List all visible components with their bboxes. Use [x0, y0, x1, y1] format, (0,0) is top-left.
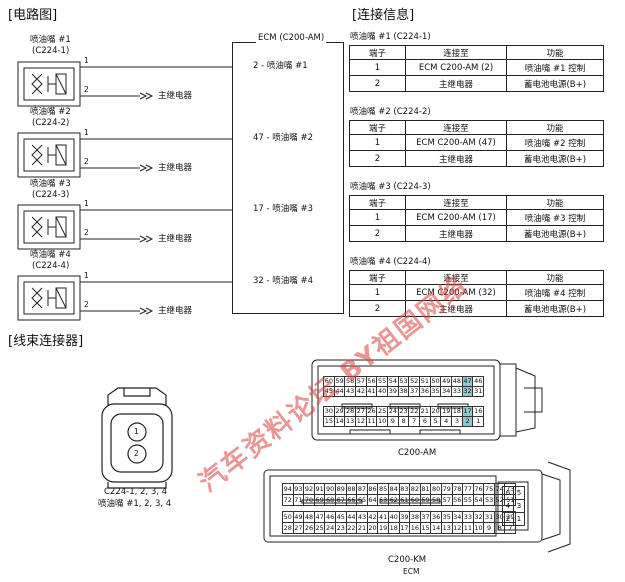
- injector-connector-pin-1: 1: [134, 427, 139, 436]
- wire-pin-2c: 2: [84, 228, 89, 237]
- injector-4-code: (C224-4): [32, 261, 70, 271]
- connector-pin: 1: [472, 416, 485, 427]
- table-2-title: 喷油嘴 #2 (C224-2): [350, 107, 431, 117]
- injector-2-code: (C224-2): [32, 118, 70, 128]
- injector-4-name: 喷油嘴 #4: [30, 250, 71, 260]
- connector-pin: 7: [504, 522, 517, 534]
- connector-pin: 5: [513, 486, 525, 500]
- injector-connector-sublabel: 喷油嘴 #1, 2, 3, 4: [98, 499, 172, 509]
- km-connector-sublabel: ECM: [403, 567, 420, 576]
- relay-label-1: 主继电器: [158, 91, 193, 101]
- info-header: [连接信息]: [352, 8, 415, 23]
- table-4-title: 喷油嘴 #4 (C224-4): [350, 257, 431, 267]
- wire-pin-2a: 2: [84, 85, 89, 94]
- ecm-box: [232, 42, 344, 314]
- injector-2-name: 喷油嘴 #2: [30, 107, 71, 117]
- connector-pin: 31: [472, 386, 485, 397]
- ecm-pin-injector-3: 17 - 喷油嘴 #3: [253, 204, 314, 214]
- relay-label-4: 主继电器: [158, 306, 193, 316]
- table-3-title: 喷油嘴 #3 (C224-3): [350, 182, 431, 192]
- circuit-header: [电路图]: [8, 8, 58, 23]
- wire-pin-1b: 1: [84, 128, 89, 137]
- wire-pin-1a: 1: [84, 56, 89, 65]
- injector-3-name: 喷油嘴 #3: [30, 179, 71, 189]
- wire-pin-2d: 2: [84, 300, 89, 309]
- ecm-label: ECM (C200-AM): [256, 33, 327, 43]
- ecm-pin-injector-1: 2 - 喷油嘴 #1: [253, 61, 308, 71]
- wire-pin-1c: 1: [84, 199, 89, 208]
- connector-pin: 1: [513, 512, 525, 526]
- wire-pin-1d: 1: [84, 271, 89, 280]
- injector-1-code: (C224-1): [32, 46, 70, 56]
- am-connector-label: C200-AM: [398, 448, 437, 458]
- harness-header: [线束连接器]: [8, 334, 84, 349]
- injector-connector-label: C224-1, 2, 3, 4: [104, 487, 168, 497]
- injector-3-code: (C224-3): [32, 190, 70, 200]
- relay-label-3: 主继电器: [158, 234, 193, 244]
- connector-pin: 3: [513, 499, 525, 513]
- table-1-title: 喷油嘴 #1 (C224-1): [350, 32, 431, 42]
- connector-pin: 51: [504, 494, 517, 506]
- relay-label-2: 主继电器: [158, 163, 193, 173]
- injector-connector-pin-2: 2: [134, 449, 139, 458]
- ecm-pin-injector-4: 32 - 喷油嘴 #4: [253, 276, 314, 286]
- ecm-pin-injector-2: 47 - 喷油嘴 #2: [253, 133, 314, 143]
- wire-pin-2b: 2: [84, 157, 89, 166]
- injector-1-name: 喷油嘴 #1: [30, 35, 71, 45]
- km-connector-label: C200-KM: [388, 555, 427, 565]
